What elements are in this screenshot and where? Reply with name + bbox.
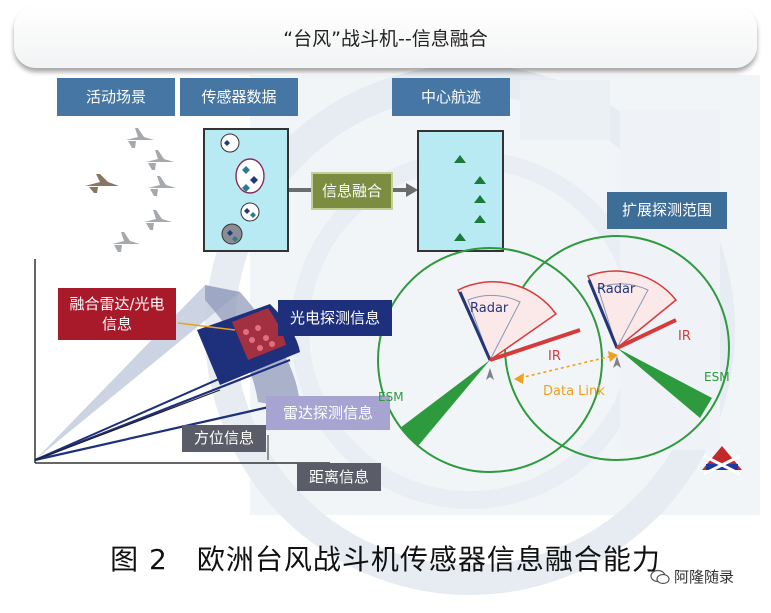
label-radar-detection: 雷达探测信息 <box>266 396 390 430</box>
label-eo-detection: 光电探测信息 <box>278 300 392 336</box>
label-bearing-info: 方位信息 <box>182 425 266 452</box>
fusion-arrow <box>289 183 418 197</box>
label-fused-radar-eo: 融合雷达/光电信息 <box>58 288 176 340</box>
text-esm-left: ESM <box>378 390 404 404</box>
text-data-link: Data Link <box>543 384 605 399</box>
sensor-data-panel <box>203 128 289 252</box>
scene-aircraft <box>85 128 176 252</box>
label-sensor-data: 传感器数据 <box>180 78 298 116</box>
text-esm-right: ESM <box>704 370 730 384</box>
text-ir-left: IR <box>548 349 561 364</box>
label-activity-scene: 活动场景 <box>57 78 175 116</box>
watermark-text: 阿隆随录 <box>674 568 735 586</box>
watermark: 阿隆随录 <box>650 566 734 587</box>
label-extended-range: 扩展探测范围 <box>607 192 727 229</box>
label-center-track: 中心航迹 <box>392 78 510 116</box>
text-radar-right: Radar <box>597 282 636 297</box>
label-range-info: 距离信息 <box>297 463 381 491</box>
center-track-panel <box>417 130 504 252</box>
text-radar-left: Radar <box>470 301 509 316</box>
polar-sensor-plot <box>34 259 330 470</box>
label-info-fusion: 信息融合 <box>311 172 393 210</box>
wechat-icon <box>650 569 670 584</box>
text-ir-right: IR <box>678 329 691 344</box>
range-diagram <box>377 235 730 473</box>
page-title: “台风”战斗机--信息融合 <box>14 6 757 68</box>
tail-logo <box>702 446 742 476</box>
figure-caption: 图 2 欧洲台风战斗机传感器信息融合能力 <box>110 543 661 576</box>
